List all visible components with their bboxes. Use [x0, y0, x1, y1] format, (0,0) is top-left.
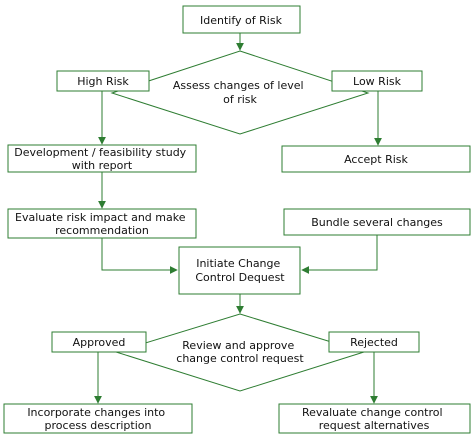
low-risk-text: Low Risk: [353, 75, 402, 88]
high-risk-label-box: [56, 70, 150, 92]
low-risk-label-box: [331, 70, 423, 92]
approved-text: Approved: [73, 336, 126, 349]
revaluate-request-text: Revaluate change control request alterna…: [302, 406, 446, 432]
assess-changes-text: Assess changes of level of risk: [173, 79, 307, 106]
identify-risk-text: Identify of Risk: [200, 14, 283, 27]
initiate-request-text: Initiate Change Control Dequest: [195, 257, 285, 284]
approved-label-box: [51, 331, 147, 353]
connector-bundle-to-initiate: [301, 235, 378, 274]
revaluate-request-box: [278, 403, 471, 434]
identify-risk-box: [182, 5, 301, 34]
incorporate-changes-box: [3, 403, 193, 434]
review-approve-diamond: [114, 313, 366, 392]
development-study-text: Development / feasibility study with rep…: [14, 146, 189, 172]
evaluate-impact-text: Evaluate risk impact and make recommenda…: [15, 211, 189, 237]
connector-evaluate-to-initiate: [101, 238, 178, 274]
evaluate-impact-box: [7, 208, 197, 239]
rejected-text: Rejected: [350, 336, 398, 349]
rejected-label-box: [328, 331, 420, 353]
bundle-changes-text: Bundle several changes: [311, 216, 443, 229]
initiate-request-box: [178, 246, 301, 295]
review-approve-text: Review and approve change control reques…: [176, 339, 304, 365]
assess-changes-diamond: [110, 50, 370, 135]
bundle-changes-box: [283, 208, 471, 236]
accept-risk-text: Accept Risk: [344, 153, 408, 166]
incorporate-changes-text: Incorporate changes into process descrip…: [27, 406, 168, 432]
development-study-box: [7, 144, 197, 173]
accept-risk-box: [281, 145, 471, 173]
high-risk-text: High Risk: [77, 75, 129, 88]
